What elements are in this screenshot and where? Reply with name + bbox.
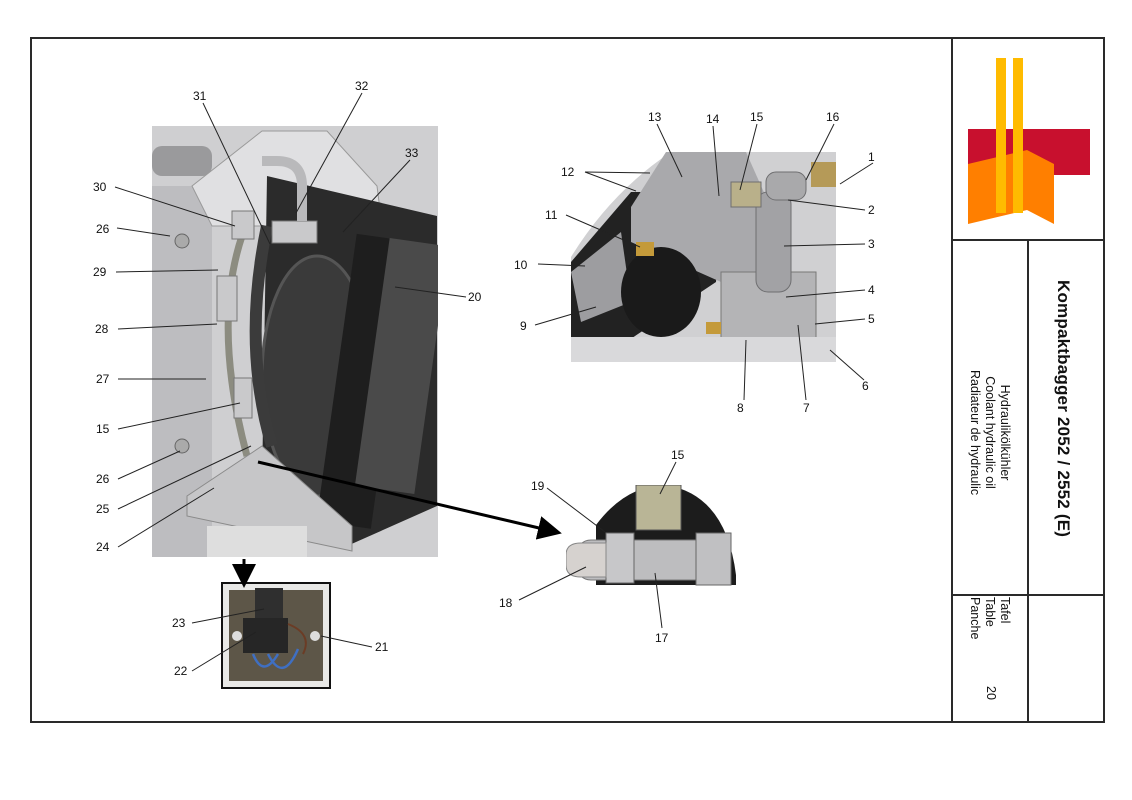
callout-number: 4	[868, 283, 875, 297]
junction-box-photo	[221, 582, 331, 689]
callout-number: 33	[405, 146, 419, 160]
callout-number: 15	[96, 422, 110, 436]
callout-number: 22	[174, 664, 188, 678]
callout-number: 13	[648, 110, 662, 124]
title-block-rule	[1027, 239, 1029, 723]
callout-number: 20	[468, 290, 482, 304]
callout-number: 10	[514, 258, 528, 272]
callout-number: 31	[193, 89, 207, 103]
callout-number: 28	[95, 322, 109, 336]
callout-number: 11	[545, 208, 558, 222]
subtitle-en: Coolant hydraulic oil	[983, 376, 997, 489]
callout-number: 27	[96, 372, 110, 386]
subtitle-de: Hydraulikölkühler	[998, 384, 1012, 481]
valve-block-photo	[571, 152, 836, 362]
callout-number: 1	[868, 150, 875, 164]
callout-number: 32	[355, 79, 369, 93]
callout-number: 19	[531, 479, 545, 493]
tee-fitting-photo	[566, 485, 736, 586]
sheet-label-de: Tafel	[998, 597, 1012, 624]
callout-number: 25	[96, 502, 110, 516]
sheet-label: Tafel Table Panche	[967, 597, 1012, 639]
callout-number: 24	[96, 540, 110, 554]
drawing-frame	[30, 37, 1105, 723]
callout-number: 26	[96, 222, 110, 236]
company-logo	[968, 58, 1090, 224]
sheet-label-fr: Panche	[968, 597, 982, 640]
callout-number: 9	[520, 319, 527, 333]
callout-number: 23	[172, 616, 186, 630]
callout-number: 2	[868, 203, 875, 217]
cooler-assembly-photo	[152, 126, 438, 557]
callout-number: 29	[93, 265, 107, 279]
callout-number: 30	[93, 180, 107, 194]
title-block-divider	[951, 37, 953, 723]
callout-number: 14	[706, 112, 720, 126]
callout-number: 6	[862, 379, 869, 393]
callout-number: 18	[499, 596, 513, 610]
callout-number: 15	[671, 448, 685, 462]
callout-number: 5	[868, 312, 875, 326]
callout-number: 15	[750, 110, 764, 124]
sheet-number: 20	[984, 686, 998, 700]
document-title: Kompaktbagger 2052 / 2552 (E)	[1054, 280, 1073, 538]
document-subtitle: Hydraulikölkühler Coolant hydraulic oil …	[967, 370, 1012, 495]
callout-number: 17	[655, 631, 669, 645]
callout-number: 21	[375, 640, 389, 654]
callout-number: 12	[561, 165, 575, 179]
subtitle-fr: Radiateur de hydraulic	[968, 370, 982, 496]
callout-number: 3	[868, 237, 875, 251]
sheet-label-en: Table	[983, 597, 997, 627]
callout-number: 16	[826, 110, 840, 124]
callout-number: 7	[803, 401, 810, 415]
callout-number: 8	[737, 401, 744, 415]
callout-number: 26	[96, 472, 110, 486]
